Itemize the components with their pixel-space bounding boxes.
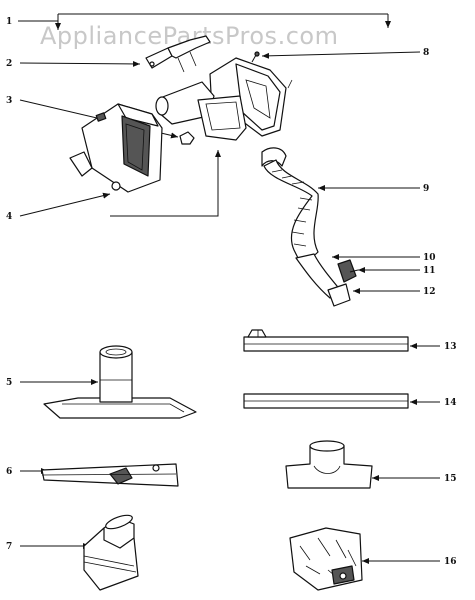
callout-numbers: 1 2 3 4 5 6 7 8 9 10 11 12 13 14 15 16 [6, 17, 457, 567]
part-13-wand [243, 329, 409, 352]
part-2-clip [145, 35, 211, 73]
part-7-dusting-brush [83, 514, 139, 591]
part-9-hose [261, 147, 359, 307]
part-4-motor-housing [69, 103, 163, 193]
callout-4: 4 [6, 212, 12, 222]
callout-12: 12 [423, 287, 436, 297]
part-6-crevice-tool [41, 463, 179, 487]
part-16-dust-bag [289, 527, 363, 591]
callout-7: 7 [6, 542, 12, 552]
callout-16: 16 [444, 557, 457, 567]
part-8-screw [251, 51, 260, 63]
part-5-floor-tool [43, 345, 197, 419]
callout-14: 14 [444, 398, 457, 408]
callout-9: 9 [423, 184, 429, 194]
part-15-upholstery-tool [285, 440, 373, 489]
callout-5: 5 [6, 378, 12, 388]
part-3-nut [179, 131, 195, 145]
callout-1-bracket [18, 13, 391, 30]
callout-15: 15 [444, 474, 457, 484]
callout-3: 3 [6, 96, 12, 106]
callout-13: 13 [444, 342, 457, 352]
callout-6: 6 [6, 467, 12, 477]
callout-11: 11 [423, 266, 436, 276]
part-14-wand [243, 393, 409, 409]
part-1-nozzle-head [155, 57, 293, 141]
callout-8: 8 [423, 48, 429, 58]
callout-2: 2 [6, 59, 12, 69]
callout-1: 1 [6, 17, 12, 27]
leader-lines [19, 51, 440, 564]
callout-10: 10 [423, 253, 436, 263]
